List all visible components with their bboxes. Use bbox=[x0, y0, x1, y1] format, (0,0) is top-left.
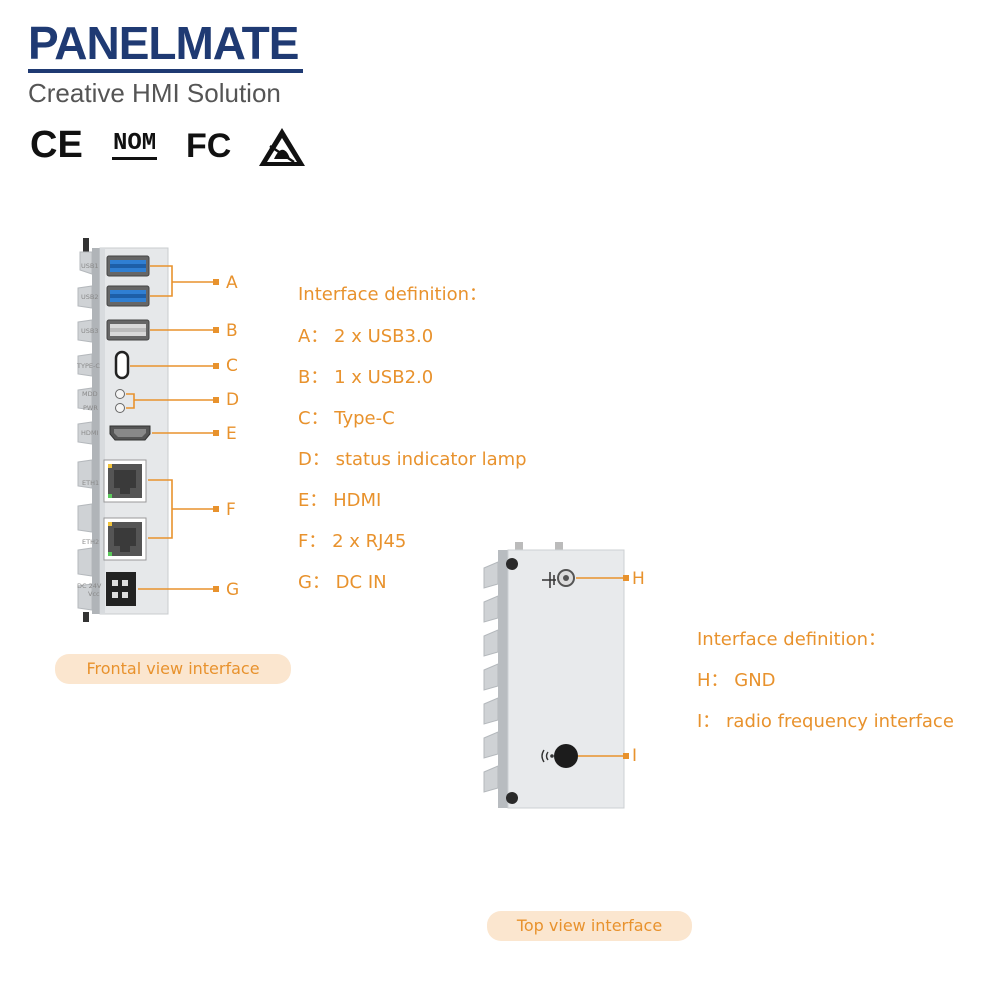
front-view-caption: Frontal view interface bbox=[55, 654, 291, 684]
front-definition-b: B： 1 x USB2.0 bbox=[298, 367, 434, 388]
brand-underline bbox=[28, 69, 303, 73]
brand-tagline: Creative HMI Solution bbox=[28, 78, 281, 108]
port-label-pwr: PWR bbox=[83, 404, 98, 412]
callout-e: E bbox=[226, 424, 237, 444]
screw-icon bbox=[506, 792, 518, 804]
port-label-hdmi: HDMI bbox=[81, 429, 99, 437]
port-label-mdd: MDD bbox=[82, 390, 98, 398]
rj45-port-2 bbox=[103, 517, 147, 561]
port-label-usb1: USB1 bbox=[81, 262, 98, 270]
screw-icon bbox=[506, 558, 518, 570]
front-definition-a: A： 2 x USB3.0 bbox=[298, 326, 434, 347]
front-definition-c: C： Type-C bbox=[298, 408, 395, 429]
usb3-port-1 bbox=[106, 255, 150, 277]
callout-c: C bbox=[226, 356, 238, 376]
port-label-vcc: Vcc bbox=[88, 590, 100, 598]
mdd-led-icon bbox=[115, 389, 125, 399]
callout-a: A bbox=[226, 273, 238, 293]
brand-logo-text: PANELMATE bbox=[28, 17, 299, 69]
top-definition-i: I： radio frequency interface bbox=[697, 711, 954, 732]
type-c-port bbox=[114, 350, 130, 380]
usb3-port-2 bbox=[106, 285, 150, 307]
dc-in-connector bbox=[106, 572, 136, 606]
top-definition-h: H： GND bbox=[697, 670, 776, 691]
esd-warning-icon bbox=[259, 128, 305, 166]
port-label-dc-24v: DC 24V bbox=[77, 582, 102, 590]
fcc-mark-icon: FC bbox=[186, 127, 232, 165]
callout-f: F bbox=[226, 500, 236, 520]
front-definition-d: D： status indicator lamp bbox=[298, 449, 527, 470]
rf-connector-icon bbox=[541, 744, 578, 768]
top-view-device bbox=[483, 542, 629, 809]
rj45-port-1 bbox=[103, 459, 147, 503]
gnd-terminal-icon bbox=[542, 569, 575, 588]
callout-d: D bbox=[226, 390, 240, 410]
top-view-caption: Top view interface bbox=[487, 911, 692, 941]
port-label-eth2: ETH2 bbox=[82, 538, 99, 546]
top-definition-title: Interface definition： bbox=[697, 629, 887, 650]
port-label-eth1: ETH1 bbox=[82, 479, 99, 487]
usb2-port bbox=[106, 319, 150, 341]
callout-i: I bbox=[632, 746, 638, 766]
port-label-usb3: USB3 bbox=[81, 327, 98, 335]
callout-g: G bbox=[226, 580, 240, 600]
port-label-type-c: TYPE-C bbox=[76, 362, 100, 370]
ce-mark-icon: CE bbox=[30, 124, 83, 166]
callout-h: H bbox=[632, 569, 645, 589]
front-definition-title: Interface definition： bbox=[298, 284, 488, 305]
port-label-usb2: USB2 bbox=[81, 293, 98, 301]
front-definition-g: G： DC IN bbox=[298, 572, 387, 593]
front-definition-f: F： 2 x RJ45 bbox=[298, 531, 407, 552]
nom-mark-icon: NOM bbox=[112, 130, 158, 160]
front-definition-e: E： HDMI bbox=[298, 490, 382, 511]
callout-b: B bbox=[226, 321, 238, 341]
front-view-device: USB1 USB2 USB3 TYPE-C MDD PWR HDMI ETH1 … bbox=[76, 238, 219, 622]
pwr-led-icon bbox=[115, 403, 125, 413]
